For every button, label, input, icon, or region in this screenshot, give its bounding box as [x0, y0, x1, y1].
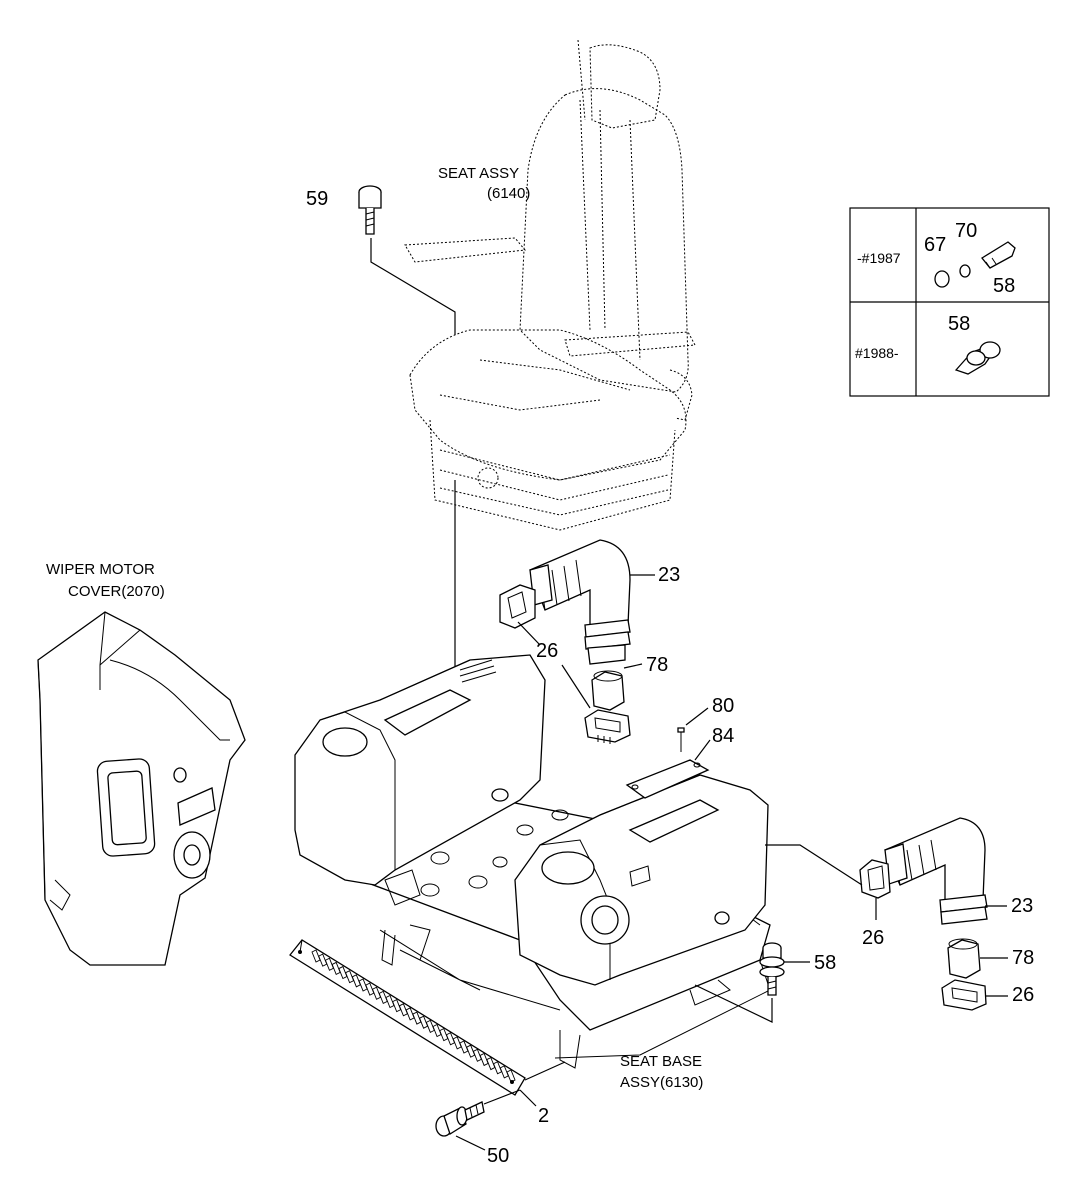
- table-callout-67: 67: [924, 234, 946, 256]
- seat-base-label-line1: SEAT BASE: [620, 1053, 702, 1070]
- callout-26-top: 26: [536, 640, 558, 662]
- wiper-cover-label-line2: COVER(2070): [68, 583, 165, 600]
- callout-26-mid: 26: [862, 927, 884, 949]
- bolt-50: [435, 1101, 485, 1137]
- seat-base: [294, 654, 771, 1069]
- seat-assy-label-line1: SEAT ASSY: [438, 165, 519, 182]
- seat-assembly: [404, 39, 696, 531]
- callout-84: 84: [712, 725, 734, 747]
- bolt-58: [759, 942, 785, 996]
- leader-50: [455, 1135, 486, 1151]
- leader-59: [370, 238, 456, 335]
- callout-50: 50: [487, 1145, 509, 1167]
- leader-2: [519, 1061, 566, 1107]
- serial-range-1: -#1987: [857, 250, 901, 266]
- leader-84: [694, 739, 711, 761]
- table-callout-58-a: 58: [993, 275, 1015, 297]
- leader-bolt-50: [483, 1089, 521, 1105]
- callout-26-right: 26: [1012, 984, 1034, 1006]
- leader-78-top: [623, 663, 643, 669]
- duct-upper: [499, 539, 710, 799]
- leader-26-top-2: [561, 664, 591, 709]
- grille-2: [289, 939, 526, 1096]
- callout-78-top: 78: [646, 654, 668, 676]
- table-callout-70: 70: [955, 220, 977, 242]
- duct-right: [859, 817, 988, 1011]
- wiper-cover-label-line1: WIPER MOTOR: [46, 561, 155, 578]
- callout-59: 59: [306, 188, 328, 210]
- wiper-motor-cover: [37, 611, 246, 966]
- callout-23-top: 23: [658, 564, 680, 586]
- grille-slot: [506, 1069, 516, 1083]
- leader-80: [685, 707, 709, 726]
- leader-duct-right: [765, 844, 863, 886]
- bolt-59: [358, 185, 382, 235]
- table-callout-58-b: 58: [948, 313, 970, 335]
- serial-table: [849, 207, 1050, 397]
- leader-58-base: [694, 984, 773, 1023]
- seat-assy-label-line2: (6140): [487, 185, 530, 202]
- leader-26-top: [517, 621, 541, 646]
- callout-23-right: 23: [1011, 895, 1033, 917]
- seat-base-label-line2: ASSY(6130): [620, 1074, 703, 1091]
- callout-78-right: 78: [1012, 947, 1034, 969]
- callout-2: 2: [538, 1105, 549, 1127]
- callout-80: 80: [712, 695, 734, 717]
- callout-58: 58: [814, 952, 836, 974]
- serial-range-2: #1988-: [855, 345, 899, 361]
